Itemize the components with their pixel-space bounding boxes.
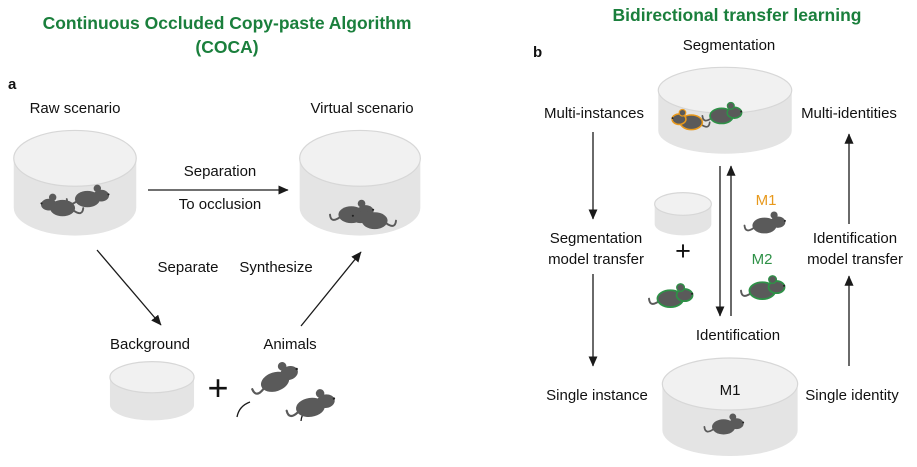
separation-label: Separation [183, 163, 257, 180]
plus-sign: + [207, 367, 229, 408]
mouse-m2-icon [646, 280, 700, 312]
raw-scenario-label: Raw scenario [29, 100, 121, 117]
identification-dish [656, 352, 804, 456]
raw-scenario-dish [8, 124, 142, 236]
mouse-icon [281, 382, 345, 426]
identification-model-transfer-label: Identification model transfer [807, 230, 903, 268]
mouse-m2-icon [700, 99, 748, 128]
segmentation-label: Segmentation [682, 37, 776, 54]
animals-label: Animals [263, 336, 317, 353]
synthesize-label: Synthesize [239, 259, 313, 276]
panel-a-letter: a [8, 76, 17, 93]
m1-label: M1 [755, 192, 777, 209]
mouse-m1-icon [742, 208, 792, 238]
segmentation-model-transfer-label: Segmentation model transfer [548, 230, 644, 268]
mouse-icon [345, 202, 399, 234]
motion-line-left [236, 401, 251, 418]
plus-sign: + [675, 236, 691, 266]
mouse-icon [702, 410, 750, 439]
m2-label: M2 [751, 251, 773, 268]
to-occlusion-label: To occlusion [178, 196, 262, 213]
panel-b-letter: b [533, 44, 543, 61]
single-identity-label: Single identity [805, 387, 899, 404]
small-dish [652, 190, 714, 236]
single-instance-label: Single instance [546, 387, 648, 404]
mouse-m2-icon [738, 272, 792, 304]
multi-identities-label: Multi-identities [801, 105, 897, 122]
panel-b-title: Bidirectional transfer learning [612, 5, 862, 25]
bottom-dish-m1-label: M1 [719, 382, 741, 399]
background-dish [106, 358, 198, 421]
multi-instances-label: Multi-instances [543, 105, 645, 122]
virtual-scenario-label: Virtual scenario [310, 100, 414, 117]
arrow-separate [96, 249, 162, 326]
panel-a-title-line1: Continuous Occluded Copy-paste Algorithm [42, 13, 412, 33]
background-label: Background [109, 336, 191, 353]
mouse-icon [64, 181, 116, 212]
panel-a-title-line2: (COCA) [195, 37, 259, 57]
separate-label: Separate [157, 259, 219, 276]
identification-label: Identification [695, 327, 781, 344]
